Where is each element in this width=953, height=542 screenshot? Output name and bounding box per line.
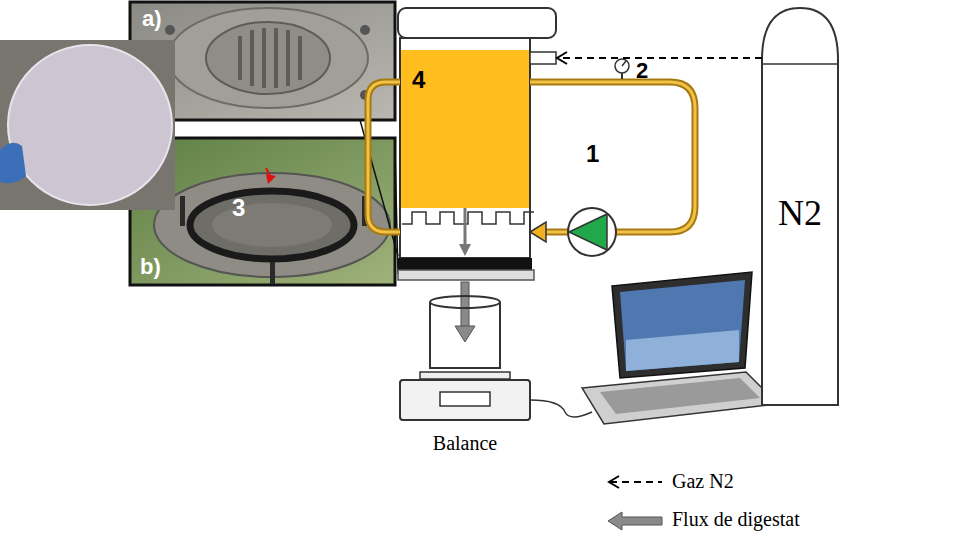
pressure-gauge <box>615 59 629 79</box>
legend-text: Flux de digestat <box>672 508 800 531</box>
flow-arrowhead <box>530 222 546 242</box>
data-cable <box>530 400 592 417</box>
legend-sample-gas <box>609 476 662 488</box>
legend-text: Gaz N2 <box>672 470 734 493</box>
callout-number: 1 <box>586 140 599 168</box>
node-label: 4 <box>412 66 425 94</box>
legend-sample-flow <box>608 512 662 530</box>
recirculation-loop <box>368 82 695 232</box>
permeate-arrow <box>455 282 475 342</box>
pump-symbol <box>568 208 616 256</box>
callout-number: 3 <box>232 194 245 222</box>
node-label: Balance <box>400 432 530 455</box>
cylinder-node: N2 <box>762 30 842 405</box>
beaker <box>430 296 500 368</box>
balance-node: Balance <box>400 372 534 460</box>
leader-line <box>395 150 398 274</box>
balance-symbol <box>400 372 530 420</box>
callout-number: b) <box>140 254 161 280</box>
membrane-photo <box>0 40 175 210</box>
cell-node: 4 <box>400 8 557 280</box>
callout-number: 2 <box>636 58 648 84</box>
callout-number: a) <box>142 6 162 32</box>
filtration-cell <box>398 8 556 280</box>
laptop <box>582 272 778 424</box>
gas-line <box>557 52 762 64</box>
node-label: N2 <box>762 192 838 234</box>
gas-cylinder <box>762 8 838 405</box>
